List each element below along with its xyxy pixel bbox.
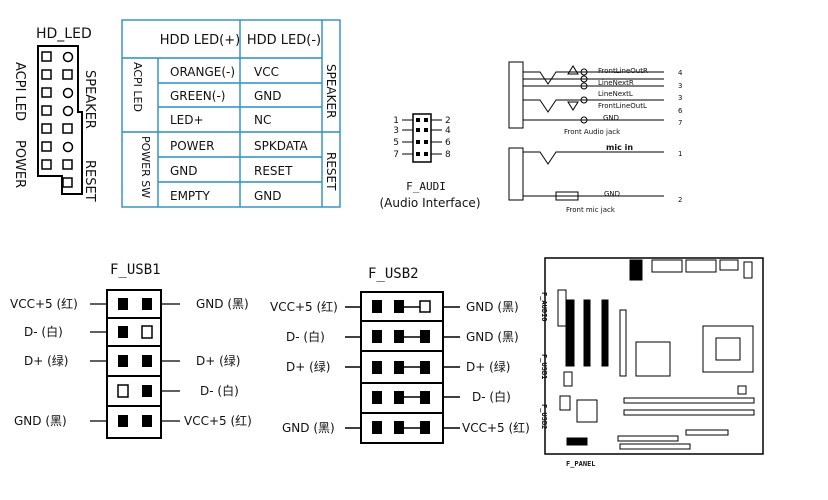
panel-table: HDD LED(+) HDD LED(-) ACPI LED POWER SW … — [121, 19, 341, 208]
f-usb1-right-dminus: D- (白) — [200, 383, 239, 398]
pin-squares — [41, 51, 74, 188]
f-audi-pin-5: 5 — [393, 138, 399, 148]
jack-line-linenextr: LineNextR — [598, 79, 634, 87]
acpi-led-label: ACPI LED — [12, 62, 27, 121]
header-hdd-led-minus: HDD LED(-) — [247, 33, 321, 48]
f-audi-pin-8: 8 — [445, 150, 451, 160]
jack-num-5: 7 — [678, 119, 682, 127]
f-usb2-title: F_USB2 — [368, 266, 419, 282]
f-audi-block: 1 3 5 7 2 4 6 8 F_AUDI (Audio Interface) — [379, 113, 481, 210]
reset-label: RESET — [82, 160, 97, 202]
pin-header-outline — [37, 45, 83, 195]
row6-right: GND — [254, 189, 282, 203]
row2-left: GREEN(-) — [170, 89, 225, 103]
f-usb1-left-vcc: VCC+5 (红) — [10, 296, 78, 311]
f-usb2-leaders — [345, 306, 460, 429]
f-audi-name: F_AUDI — [406, 180, 446, 193]
mic-gnd-label: GND — [604, 190, 620, 198]
row4-right: SPKDATA — [254, 139, 308, 153]
row1-right: VCC — [254, 65, 279, 79]
f-usb1-right-vcc: VCC+5 (红) — [184, 413, 252, 428]
f-usb2-block: F_USB2 VCC+5 (红) D- (白) D+ (绿) GND (黑) G… — [270, 266, 530, 444]
row3-left: LED+ — [170, 113, 204, 127]
jack-num-2: 3 — [678, 82, 682, 90]
f-usb2-right-gnd-1: GND (黑) — [466, 300, 519, 314]
f-usb2-left-gnd: GND (黑) — [282, 421, 335, 435]
group-acpi-led: ACPI LED — [131, 62, 144, 112]
jack-num-1: 4 — [678, 69, 683, 77]
f-audi-pin-6: 6 — [445, 138, 451, 148]
hd-led-title: HD_LED — [36, 26, 92, 42]
front-audio-jack-drawing — [508, 61, 664, 129]
f-usb2-right-dminus: D- (白) — [472, 389, 511, 404]
f-usb1-block: F_USB1 VCC+5 (红) D- (白) D+ (绿) GND (黑) G… — [10, 262, 252, 439]
front-audio-caption: Front Audio jack — [564, 128, 621, 136]
f-audi-pin-2: 2 — [445, 116, 451, 126]
jack-line-gnd: GND — [603, 114, 619, 122]
row5-right: RESET — [254, 164, 293, 178]
mic-in-num: 1 — [678, 150, 682, 158]
row6-left: EMPTY — [170, 189, 211, 203]
f-usb1-leaders — [90, 303, 180, 422]
front-mic-caption: Front mic jack — [566, 206, 616, 214]
f-audi-pin-3: 3 — [393, 126, 399, 136]
speaker-label: SPEAKER — [82, 70, 97, 129]
row5-left: GND — [170, 164, 198, 178]
board-outline — [544, 257, 764, 455]
group-speaker: SPEAKER — [324, 64, 338, 118]
motherboard-layout: F_AUDIO F_USB1 F_USB2 F_PANEL — [540, 257, 764, 468]
board-components — [557, 259, 755, 450]
board-label-f-usb2: F_USB2 — [540, 404, 548, 429]
hd-led-block: HD_LED ACPI LED POWER SPEAKER RESET — [12, 26, 97, 202]
table-grid — [121, 19, 341, 208]
f-usb2-right-vcc: VCC+5 (红) — [462, 420, 530, 435]
f-usb2-left-dplus: D+ (绿) — [286, 359, 330, 374]
jack-num-3: 3 — [678, 94, 682, 102]
group-power-sw: POWER SW — [139, 136, 152, 198]
f-usb2-left-vcc: VCC+5 (红) — [270, 299, 338, 314]
f-audi-pins — [416, 118, 428, 156]
power-label: POWER — [12, 140, 27, 188]
f-usb1-left-gnd: GND (黑) — [14, 414, 67, 428]
row2-right: GND — [254, 89, 282, 103]
f-usb2-right-dplus: D+ (绿) — [466, 359, 510, 374]
row1-left: ORANGE(-) — [170, 65, 235, 79]
f-usb1-right-dplus: D+ (绿) — [196, 353, 240, 368]
jack-line-frontlineoutl: FrontLineOutL — [598, 102, 647, 110]
row4-left: POWER — [170, 139, 214, 153]
row3-right: NC — [254, 113, 271, 127]
header-hdd-led-plus: HDD LED(+) — [160, 33, 240, 48]
mic-gnd-num: 2 — [678, 196, 682, 204]
group-reset: RESET — [324, 152, 338, 191]
board-label-f-usb1: F_USB1 — [540, 354, 548, 379]
f-usb2-left-dminus: D- (白) — [286, 329, 325, 344]
f-usb1-right-gnd: GND (黑) — [196, 297, 249, 311]
jack-line-frontlineoutr: FrontLineOutR — [598, 67, 648, 75]
jack-line-linenextl: LineNextL — [598, 90, 633, 98]
f-audi-pin-7: 7 — [393, 150, 399, 160]
f-usb1-pins — [117, 298, 153, 427]
jack-num-4: 6 — [678, 107, 683, 115]
f-usb1-left-dminus: D- (白) — [24, 324, 63, 339]
f-usb1-header-outline — [106, 289, 162, 439]
f-audi-leaders — [402, 119, 442, 155]
f-usb1-left-dplus: D+ (绿) — [24, 353, 68, 368]
board-label-f-panel: F_PANEL — [566, 460, 596, 468]
f-audi-subtitle: (Audio Interface) — [379, 196, 480, 210]
audio-jack-schematic: FrontLineOutR LineNextR LineNextL FrontL… — [508, 61, 683, 214]
front-mic-jack-drawing — [508, 147, 664, 201]
mic-in-label: mic in — [606, 143, 633, 152]
f-audi-pin-1: 1 — [393, 116, 399, 126]
f-usb2-right-gnd-2: GND (黑) — [466, 330, 519, 344]
f-audi-header — [412, 113, 432, 163]
f-usb1-title: F_USB1 — [110, 262, 161, 278]
board-label-f-audio: F_AUDIO — [540, 292, 548, 322]
f-usb2-pins — [372, 300, 431, 434]
f-audi-pin-4: 4 — [445, 126, 451, 136]
